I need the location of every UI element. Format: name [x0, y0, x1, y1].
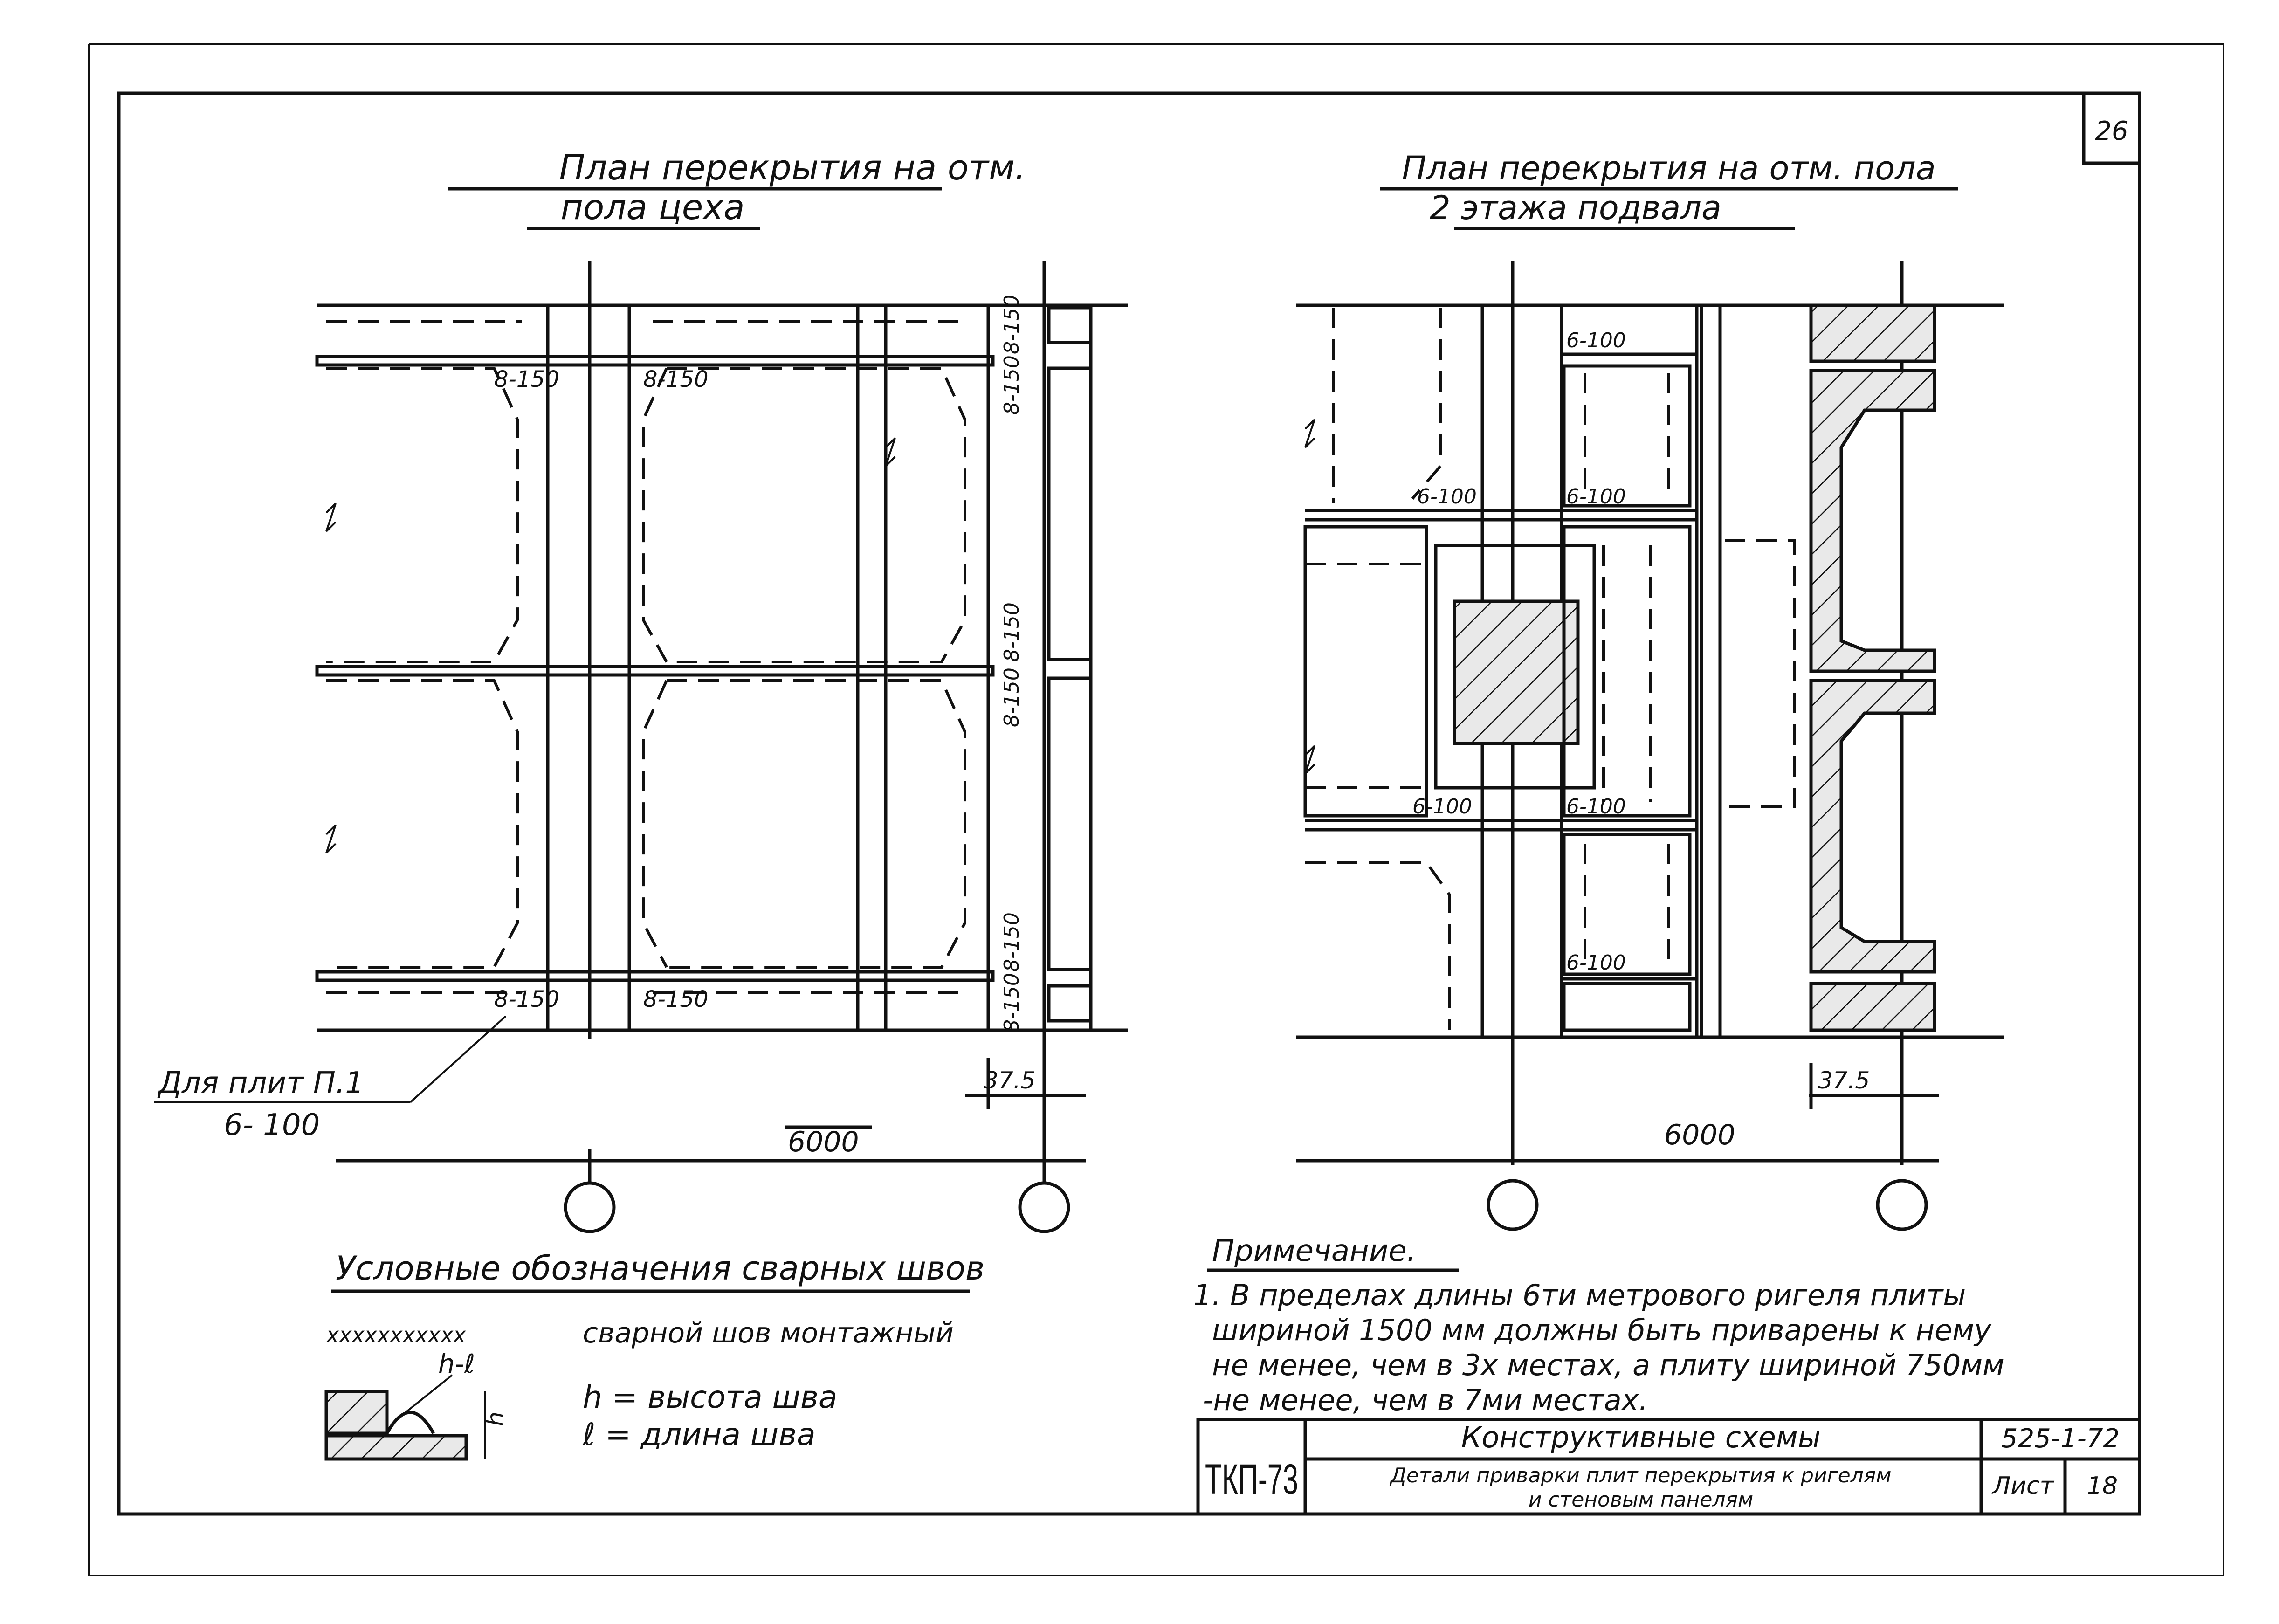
- right-dim-large: 6000: [1664, 1119, 1735, 1151]
- column-section: [1453, 599, 1580, 745]
- right-plan-title-line2: 2 этажа подвала: [1430, 189, 1721, 227]
- note-line2: шириной 1500 мм должны быть приварены к …: [1212, 1313, 1992, 1347]
- slab-callout: Для плит П.1 6- 100: [154, 1015, 507, 1142]
- left-plan-title-line1: План перекрытия на отм.: [559, 148, 1026, 188]
- weld-label: 6-100: [1417, 485, 1477, 509]
- weld-label: 8-150: [1000, 602, 1024, 662]
- legend-title: Условные обозначения сварных швов: [336, 1249, 985, 1287]
- weld-label: 8-150: [1000, 295, 1024, 354]
- axis-marker: [1487, 1179, 1539, 1231]
- legend-h-def: h = высота шва: [583, 1379, 837, 1415]
- right-plan-structure: [1296, 261, 2004, 1165]
- left-dimensions: 37.5 6000: [336, 1058, 1086, 1233]
- left-plan-structure: [315, 261, 1128, 1156]
- weld-legend: Условные обозначения сварных швов xxxxxx…: [324, 1249, 985, 1461]
- right-dimensions: 37.5 6000: [1296, 1063, 1939, 1231]
- note-block: Примечание. 1. В пределах длины 6ти метр…: [1193, 1234, 2004, 1417]
- sheet-frame: [88, 43, 2224, 1576]
- note-line4: -не менее, чем в 7ми местах.: [1203, 1383, 1648, 1417]
- note-line3: не менее, чем в 3х местах, а плиту ширин…: [1212, 1348, 2004, 1382]
- left-plan-titles: План перекрытия на отм. пола цеха: [448, 148, 1026, 230]
- weld-label: 8-150: [643, 986, 708, 1012]
- weld-label: 6-100: [1566, 951, 1626, 975]
- right-weld-labels: 6-100 6-100 6-100 6-100 6-100 6-100: [1412, 329, 1626, 975]
- weld-label: 8-150: [643, 366, 708, 392]
- stamp-code: ТКП-73: [1205, 1456, 1298, 1503]
- page-number: 26: [2095, 116, 2128, 146]
- right-dim-small: 37.5: [1818, 1067, 1870, 1094]
- weld-label: 8-150: [1000, 973, 1024, 1032]
- note-title: Примечание.: [1212, 1234, 1416, 1268]
- weld-label: 8-150: [494, 366, 559, 392]
- legend-h-mark: h-ℓ: [438, 1349, 475, 1379]
- wall-panel: [1809, 369, 1936, 673]
- wall-panel: [1809, 982, 1936, 1032]
- weld-label: 8-150: [1000, 355, 1024, 415]
- weld-label: 6-100: [1412, 795, 1472, 819]
- stamp-sheet-number: 18: [2087, 1472, 2118, 1500]
- wall-panel: [1809, 679, 1936, 974]
- legend-l-def: ℓ = длина шва: [582, 1417, 816, 1452]
- slab-callout-line2: 6- 100: [224, 1108, 320, 1142]
- weld-label: 6-100: [1566, 329, 1626, 352]
- stamp-sheet-label: Лист: [1991, 1472, 2054, 1500]
- left-dim-large: 6000: [788, 1126, 859, 1158]
- stamp-subtitle-line1: Детали приварки плит перекрытия к ригеля…: [1390, 1464, 1892, 1487]
- axis-marker: [1018, 1181, 1070, 1233]
- legend-h-small: h: [482, 1411, 509, 1426]
- left-weld-labels: 8-150 8-150 8-150 8-150 8-150 8-150 8-15…: [494, 295, 1024, 1032]
- stamp-subtitle-line2: и стеновым панелям: [1529, 1488, 1753, 1512]
- weld-label: 8-150: [1000, 912, 1024, 972]
- legend-weld-marks: xxxxxxxxxxx: [325, 1322, 466, 1348]
- weld-label: 6-100: [1566, 795, 1626, 819]
- weld-label: 6-100: [1566, 485, 1626, 509]
- slab-callout-line1: Для плит П.1: [157, 1066, 364, 1101]
- right-plan-title-line1: План перекрытия на отм. пола: [1402, 149, 1935, 187]
- left-dim-small: 37.5: [984, 1067, 1035, 1094]
- stamp-series: 525-1-72: [2001, 1424, 2120, 1454]
- note-line1: 1. В пределах длины 6ти метрового ригеля…: [1193, 1278, 1966, 1312]
- axis-marker: [564, 1181, 616, 1233]
- weld-label: 8-150: [1000, 667, 1024, 727]
- axis-marker: [1876, 1179, 1928, 1231]
- left-plan-title-line2: пола цеха: [561, 187, 745, 227]
- stamp-title: Конструктивные схемы: [1461, 1420, 1820, 1454]
- wall-panel: [1809, 303, 1936, 363]
- title-block: ТКП-73 Конструктивные схемы 525-1-72 Дет…: [1196, 1418, 2141, 1516]
- legend-weld-desc: сварной шов монтажный: [583, 1317, 954, 1349]
- weld-label: 8-150: [494, 986, 559, 1012]
- right-plan-titles: План перекрытия на отм. пола 2 этажа под…: [1380, 149, 1958, 230]
